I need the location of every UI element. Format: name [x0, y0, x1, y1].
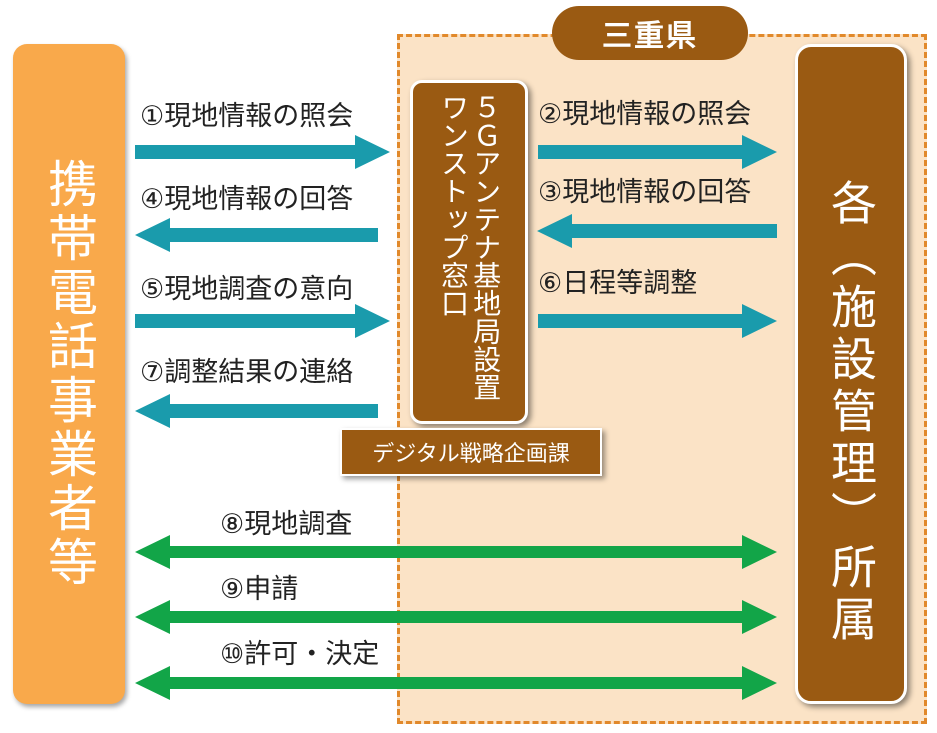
- step6-label: ⑥日程等調整: [538, 268, 698, 299]
- step2-label: ②現地情報の照会: [538, 99, 752, 130]
- arrow-step3: [537, 214, 777, 248]
- facility-box: 各（施設管理）所属: [795, 44, 907, 704]
- one-stop-window-label: ５Ｇアンテナ基地局設置ワンストップ窓口: [437, 93, 503, 401]
- one-stop-window-box: ５Ｇアンテナ基地局設置ワンストップ窓口: [410, 80, 528, 424]
- carrier-label: 携帯電話事業者等: [40, 158, 98, 590]
- carrier-box: 携帯電話事業者等: [13, 44, 125, 704]
- mie-prefecture-label: 三重県: [552, 6, 748, 60]
- arrow-step6: [538, 304, 777, 338]
- step1-label: ①現地情報の照会: [140, 101, 354, 132]
- arrow-step10: [135, 666, 777, 700]
- step7-label: ⑦調整結果の連絡: [140, 357, 354, 388]
- step10-label: ⑩許可・決定: [220, 639, 380, 670]
- arrow-step7: [135, 394, 378, 428]
- arrow-step8: [135, 535, 777, 569]
- step9-label: ⑨申請: [220, 574, 299, 605]
- arrow-step9: [135, 600, 777, 634]
- step4-label: ④現地情報の回答: [140, 184, 354, 215]
- step5-label: ⑤現地調査の意向: [140, 274, 354, 305]
- arrow-step4: [135, 218, 378, 252]
- arrow-step5: [135, 304, 390, 338]
- arrow-step2: [538, 135, 777, 169]
- step8-label: ⑧現地調査: [220, 509, 353, 540]
- department-label: デジタル戦略企画課: [340, 428, 602, 476]
- facility-label: 各（施設管理）所属: [824, 179, 878, 647]
- arrow-step1: [135, 135, 390, 169]
- step3-label: ③現地情報の回答: [538, 177, 752, 208]
